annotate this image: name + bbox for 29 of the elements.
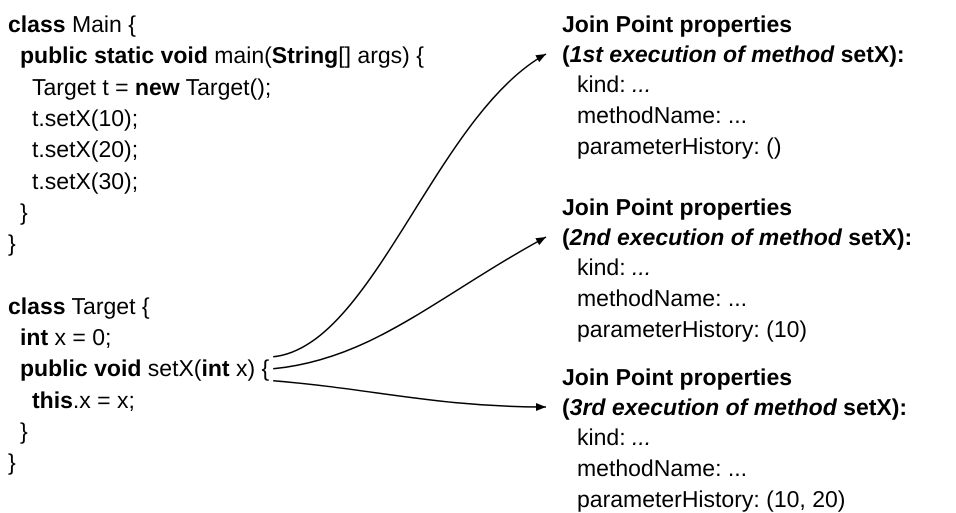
property-line: methodName: ... [576,101,748,130]
arrow [273,236,546,370]
code-line: t.setX(10); [32,104,138,133]
code-line: t.setX(20); [32,135,138,164]
heading: Join Point properties (2nd execution of method setX): [562,193,912,252]
property-line: methodName: ... [576,454,748,483]
property-line: parameterHistory: (10, 20) [576,485,846,513]
property-line: methodName: ... [576,284,748,313]
code-line: } [8,448,16,478]
code-line: Target t = new Target(); [32,72,272,102]
code-line: class Target { [8,292,150,321]
heading: Join Point properties (3rd execution of method setX): [562,363,908,422]
heading: Join Point properties (1st execution of method setX): [562,10,905,69]
property-line: kind: ... [576,423,652,452]
property-line: parameterHistory: (10) [576,315,808,344]
property-line: kind: ... [576,70,652,99]
code-line: } [20,198,28,227]
arrow [273,53,546,358]
code-line: t.setX(30); [32,166,138,196]
code-line: } [8,229,16,258]
code-line: class Main { [8,10,136,39]
property-line: parameterHistory: () [576,132,782,161]
code-line: } [20,416,28,446]
code-line: public void setX(int x) { [20,353,270,384]
property-line: kind: ... [576,253,652,282]
code-line: int x = 0; [20,323,112,352]
arrow [273,380,546,411]
code-line: public static void main(String[] args) { [20,41,424,70]
code-line: this.x = x; [32,386,135,415]
